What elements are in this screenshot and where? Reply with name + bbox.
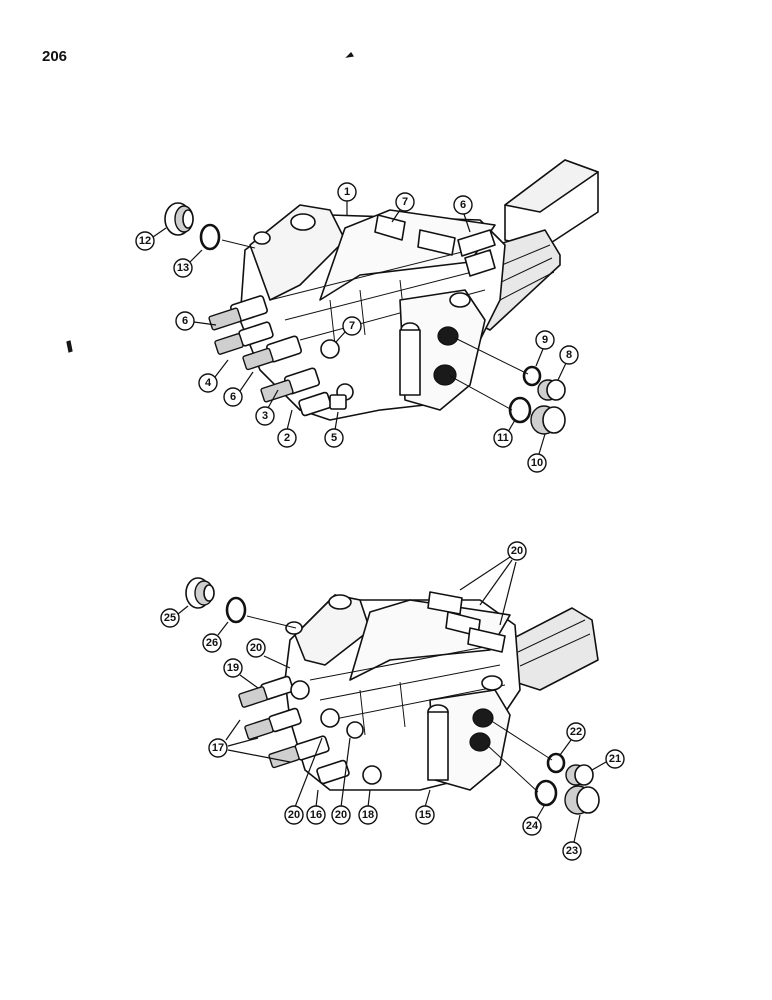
callout-10: 10: [527, 453, 547, 473]
svg-text:25: 25: [164, 612, 176, 624]
callout-8: 8: [559, 345, 579, 365]
svg-text:4: 4: [205, 377, 212, 389]
svg-text:6: 6: [460, 199, 466, 211]
svg-text:20: 20: [250, 642, 262, 654]
svg-text:5: 5: [331, 432, 337, 444]
callout-20: 20: [331, 805, 351, 825]
svg-text:26: 26: [206, 637, 218, 649]
svg-text:20: 20: [511, 545, 523, 557]
svg-text:7: 7: [402, 196, 408, 208]
callout-16: 16: [306, 805, 326, 825]
callout-20: 20: [507, 541, 527, 561]
svg-text:6: 6: [182, 315, 188, 327]
callout-19: 19: [223, 658, 243, 678]
callout-21: 21: [605, 749, 625, 769]
svg-text:24: 24: [526, 820, 539, 832]
callout-1: 1: [337, 182, 357, 202]
callout-12: 12: [135, 231, 155, 251]
callout-23: 23: [562, 841, 582, 861]
callout-2: 2: [277, 428, 297, 448]
callout-18: 18: [358, 805, 378, 825]
svg-text:18: 18: [362, 809, 374, 821]
svg-text:19: 19: [227, 662, 239, 674]
page-number: 206: [42, 48, 68, 65]
svg-text:7: 7: [349, 320, 355, 332]
svg-text:12: 12: [139, 235, 151, 247]
svg-text:15: 15: [419, 809, 431, 821]
callout-15: 15: [415, 805, 435, 825]
callout-17: 17: [208, 738, 228, 758]
callout-7: 7: [342, 316, 362, 336]
svg-text:8: 8: [566, 349, 572, 361]
callout-3: 3: [255, 406, 275, 426]
callout-13: 13: [173, 258, 193, 278]
svg-text:17: 17: [212, 742, 224, 754]
svg-text:13: 13: [177, 262, 189, 274]
lower-exploded-parts: [185, 577, 600, 815]
upper-callouts: 1 2 3 4 5 6 6 6 7 7 8 9 10: [135, 182, 579, 473]
callout-20: 20: [284, 805, 304, 825]
callout-24: 24: [522, 816, 542, 836]
callout-20: 20: [246, 638, 266, 658]
svg-text:20: 20: [288, 809, 300, 821]
callout-9: 9: [535, 330, 555, 350]
callout-26: 26: [202, 633, 222, 653]
svg-text:9: 9: [542, 334, 548, 346]
svg-text:16: 16: [310, 809, 322, 821]
svg-text:11: 11: [497, 432, 509, 444]
svg-text:3: 3: [262, 410, 268, 422]
callout-6: 6: [453, 195, 473, 215]
callout-11: 11: [493, 428, 513, 448]
scan-mark: [345, 52, 355, 58]
svg-text:23: 23: [566, 845, 578, 857]
upper-control-valve: [208, 159, 599, 421]
svg-text:20: 20: [335, 809, 347, 821]
svg-text:21: 21: [609, 753, 621, 765]
svg-text:10: 10: [531, 457, 543, 469]
svg-text:2: 2: [284, 432, 290, 444]
callout-5: 5: [324, 428, 344, 448]
svg-text:1: 1: [344, 186, 350, 198]
upper-exploded-parts: [164, 202, 566, 435]
lower-callouts: 15 16 17 18 19 20 20 20 20 21 22: [160, 541, 625, 861]
callout-6: 6: [175, 311, 195, 331]
callout-7: 7: [395, 192, 415, 212]
callout-25: 25: [160, 608, 180, 628]
svg-text:22: 22: [570, 726, 582, 738]
scan-mark: [66, 340, 73, 353]
callout-22: 22: [566, 722, 586, 742]
lower-control-valve: [238, 591, 599, 791]
callout-4: 4: [198, 373, 218, 393]
svg-text:6: 6: [230, 391, 236, 403]
callout-6: 6: [223, 387, 243, 407]
